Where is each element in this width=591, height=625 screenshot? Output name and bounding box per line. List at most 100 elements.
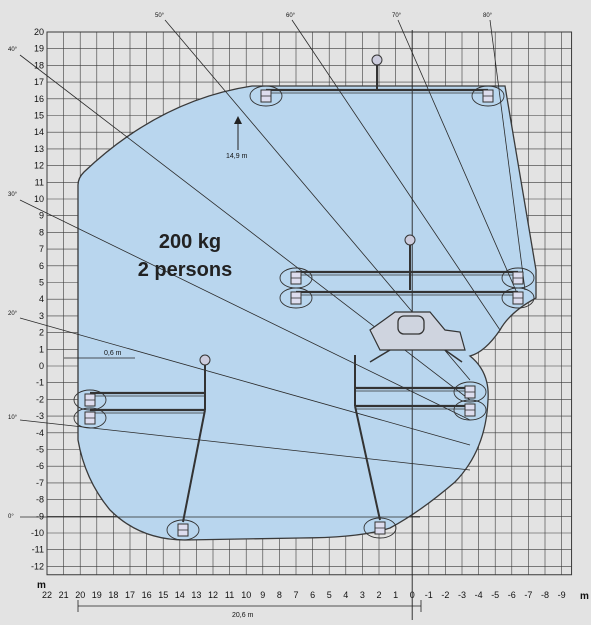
- boom-arm-icon: [90, 391, 205, 397]
- x-tick-label: 21: [59, 590, 69, 600]
- y-tick-label: 4: [39, 294, 44, 304]
- boom-arm-icon: [296, 270, 518, 276]
- x-tick-label: 9: [260, 590, 265, 600]
- x-tick-label: 1: [393, 590, 398, 600]
- x-tick-label: 2: [376, 590, 381, 600]
- angle-ray: [397, 19, 521, 301]
- x-tick-label: 19: [92, 590, 102, 600]
- y-tick-label: 11: [35, 177, 44, 187]
- x-tick-label: 8: [277, 590, 282, 600]
- y-tick-label: 14: [34, 127, 44, 137]
- y-tick-label: 15: [34, 111, 44, 121]
- y-tick-label: -11: [32, 545, 44, 555]
- x-tick-label: -2: [441, 590, 449, 600]
- boom-arm-icon: [182, 409, 206, 523]
- offset-label: 0,6 m: [104, 350, 122, 357]
- height-marker-arrow: [234, 116, 242, 124]
- platform-basket-icon: [166, 519, 200, 541]
- y-tick-label: 20: [34, 27, 44, 37]
- grid-frame: [46, 31, 573, 576]
- x-tick-label: -9: [558, 590, 566, 600]
- y-tick-label: -10: [31, 528, 44, 538]
- y-tick-label: 0: [39, 361, 44, 371]
- x-tick-label: -3: [458, 590, 466, 600]
- height-marker-label: 14,9 m: [226, 153, 248, 160]
- angle-label-10: 10°: [8, 415, 18, 421]
- angle-ray: [19, 419, 471, 471]
- angle-label-20: 20°: [8, 311, 18, 317]
- y-tick-label: 2: [39, 328, 44, 338]
- platform-basket-icon: [73, 407, 107, 429]
- x-tick-label: 6: [310, 590, 315, 600]
- x-tick-label: -6: [508, 590, 516, 600]
- y-tick-label: 1: [39, 344, 44, 354]
- platform-basket-icon: [73, 389, 107, 411]
- y-tick-label: -7: [36, 478, 44, 488]
- boom-arm-icon: [199, 354, 211, 366]
- angle-ray: [19, 199, 471, 421]
- y-tick-label: 5: [39, 278, 44, 288]
- x-tick-label: 0: [410, 590, 415, 600]
- x-tick-label: 3: [360, 590, 365, 600]
- y-tick-label: -8: [36, 495, 44, 505]
- axis-labels: 20191817161514131211109876543210-1-2-3-4…: [31, 27, 566, 600]
- x-tick-label: 17: [125, 590, 135, 600]
- span-label: 20,6 m: [232, 612, 254, 619]
- x-tick-label: 13: [191, 590, 201, 600]
- angle-ray: [291, 19, 501, 331]
- y-tick-label: 18: [34, 60, 44, 70]
- angle-label-70: 70°: [392, 13, 402, 19]
- x-tick-label: 11: [225, 590, 234, 600]
- x-tick-label: 5: [327, 590, 332, 600]
- platform-basket-icon: [471, 85, 505, 107]
- angle-ray: [19, 317, 471, 446]
- y-tick-label: -5: [36, 445, 44, 455]
- y-tick-label: -9: [36, 511, 44, 521]
- x-tick-label: -7: [524, 590, 532, 600]
- y-tick-label: 16: [34, 94, 44, 104]
- boom-arm-icon: [296, 290, 518, 296]
- y-tick-label: 10: [34, 194, 44, 204]
- platform-basket-icon: [453, 381, 487, 403]
- load-capacity-text: 200 kg: [159, 231, 221, 253]
- x-tick-label: 7: [293, 590, 298, 600]
- platform-basket-icon: [453, 399, 487, 421]
- y-tick-label: 12: [34, 161, 44, 171]
- platform-basket-icon: [279, 287, 313, 309]
- x-tick-label: 4: [343, 590, 348, 600]
- y-tick-label: -4: [36, 428, 44, 438]
- y-tick-label: 9: [39, 211, 44, 221]
- y-tick-label: -1: [36, 378, 44, 388]
- boom-arm-icon: [355, 386, 470, 392]
- y-unit-label: m: [37, 580, 46, 591]
- angle-label-0: 0°: [8, 514, 14, 520]
- y-tick-label: 7: [39, 244, 44, 254]
- boom-arm-icon: [354, 405, 381, 521]
- angle-label-60: 60°: [286, 13, 296, 19]
- y-tick-label: 13: [34, 144, 44, 154]
- y-tick-label: 8: [39, 227, 44, 237]
- working-envelope: [77, 85, 537, 541]
- y-tick-label: -2: [36, 394, 44, 404]
- boom-arm-icon: [371, 54, 383, 66]
- x-tick-label: 15: [158, 590, 168, 600]
- persons-text: 2 persons: [138, 259, 232, 281]
- x-tick-label: 16: [142, 590, 152, 600]
- x-unit-label: m: [580, 591, 589, 602]
- x-tick-label: -1: [425, 590, 433, 600]
- boom-arm-icon: [90, 408, 205, 414]
- angle-label-50: 50°: [155, 13, 165, 19]
- x-tick-label: -5: [491, 590, 499, 600]
- y-tick-label: -6: [36, 461, 44, 471]
- x-tick-label: 12: [208, 590, 218, 600]
- y-tick-label: -3: [36, 411, 44, 421]
- boom-arm-icon: [404, 234, 416, 246]
- x-tick-label: -4: [475, 590, 483, 600]
- y-tick-label: 6: [39, 261, 44, 271]
- angle-label-80: 80°: [483, 13, 493, 19]
- machine-positions: [73, 54, 535, 541]
- x-tick-label: 18: [108, 590, 118, 600]
- x-tick-label: 22: [42, 590, 52, 600]
